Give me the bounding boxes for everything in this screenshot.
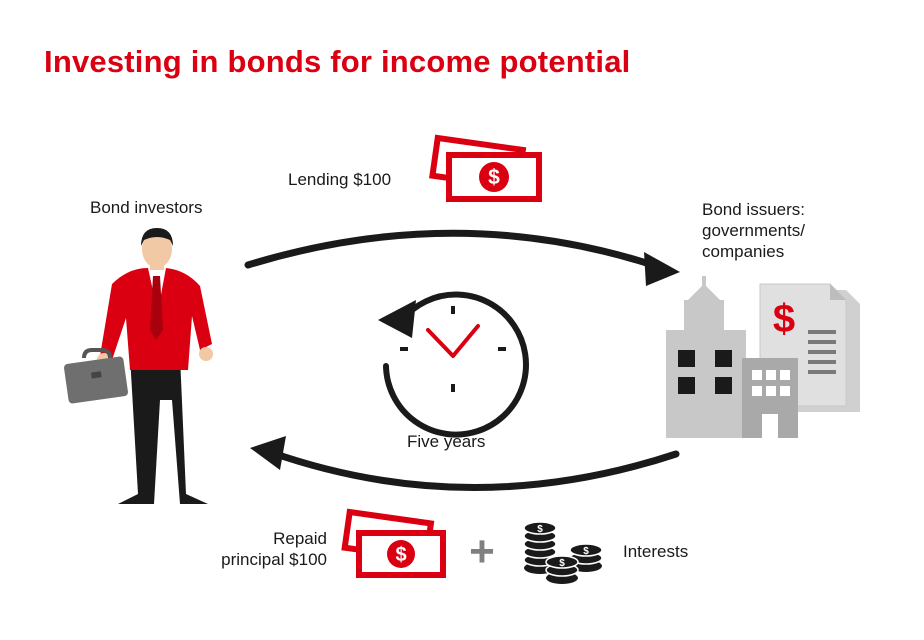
lending-label: Lending $100 [288,170,392,189]
page-title: Investing in bonds for income potential [44,44,631,79]
lending-arrow [244,229,680,286]
coin-stacks-icon: $ $ $ [523,521,603,584]
bond-investors-label: Bond investors [90,198,203,217]
banknotes-icon: $ [429,134,542,202]
bond-issuers-line-1: Bond issuers: [702,200,805,219]
bond-issuers-line-2: governments/ [702,221,805,240]
small-building-icon [742,358,798,438]
coin-dollar-3: $ [559,558,565,569]
bond-issuers-label: Bond issuers: governments/ companies [702,199,805,262]
repaid-principal-label: Repaid principal $100 [197,528,327,570]
coin-stack-front: $ [545,555,579,584]
briefcase-icon [64,348,128,404]
repaid-line-2: principal $100 [221,550,327,569]
clock-icon [378,291,529,438]
businessman-icon [97,228,213,504]
plus-sign: + [469,527,495,576]
repayment-arrow [250,436,680,491]
coin-dollar-2: $ [583,546,589,557]
bond-issuers-line-3: companies [702,242,785,261]
repaid-banknotes-icon: $ [341,508,446,578]
repaid-line-1: Repaid [273,529,327,548]
coin-dollar-1: $ [537,524,543,535]
document-dollar-sign: $ [773,297,795,341]
buildings-icon [666,276,746,438]
interests-label: Interests [623,542,689,561]
repaid-dollar-sign: $ [395,544,406,566]
dollar-sign: $ [488,166,500,189]
